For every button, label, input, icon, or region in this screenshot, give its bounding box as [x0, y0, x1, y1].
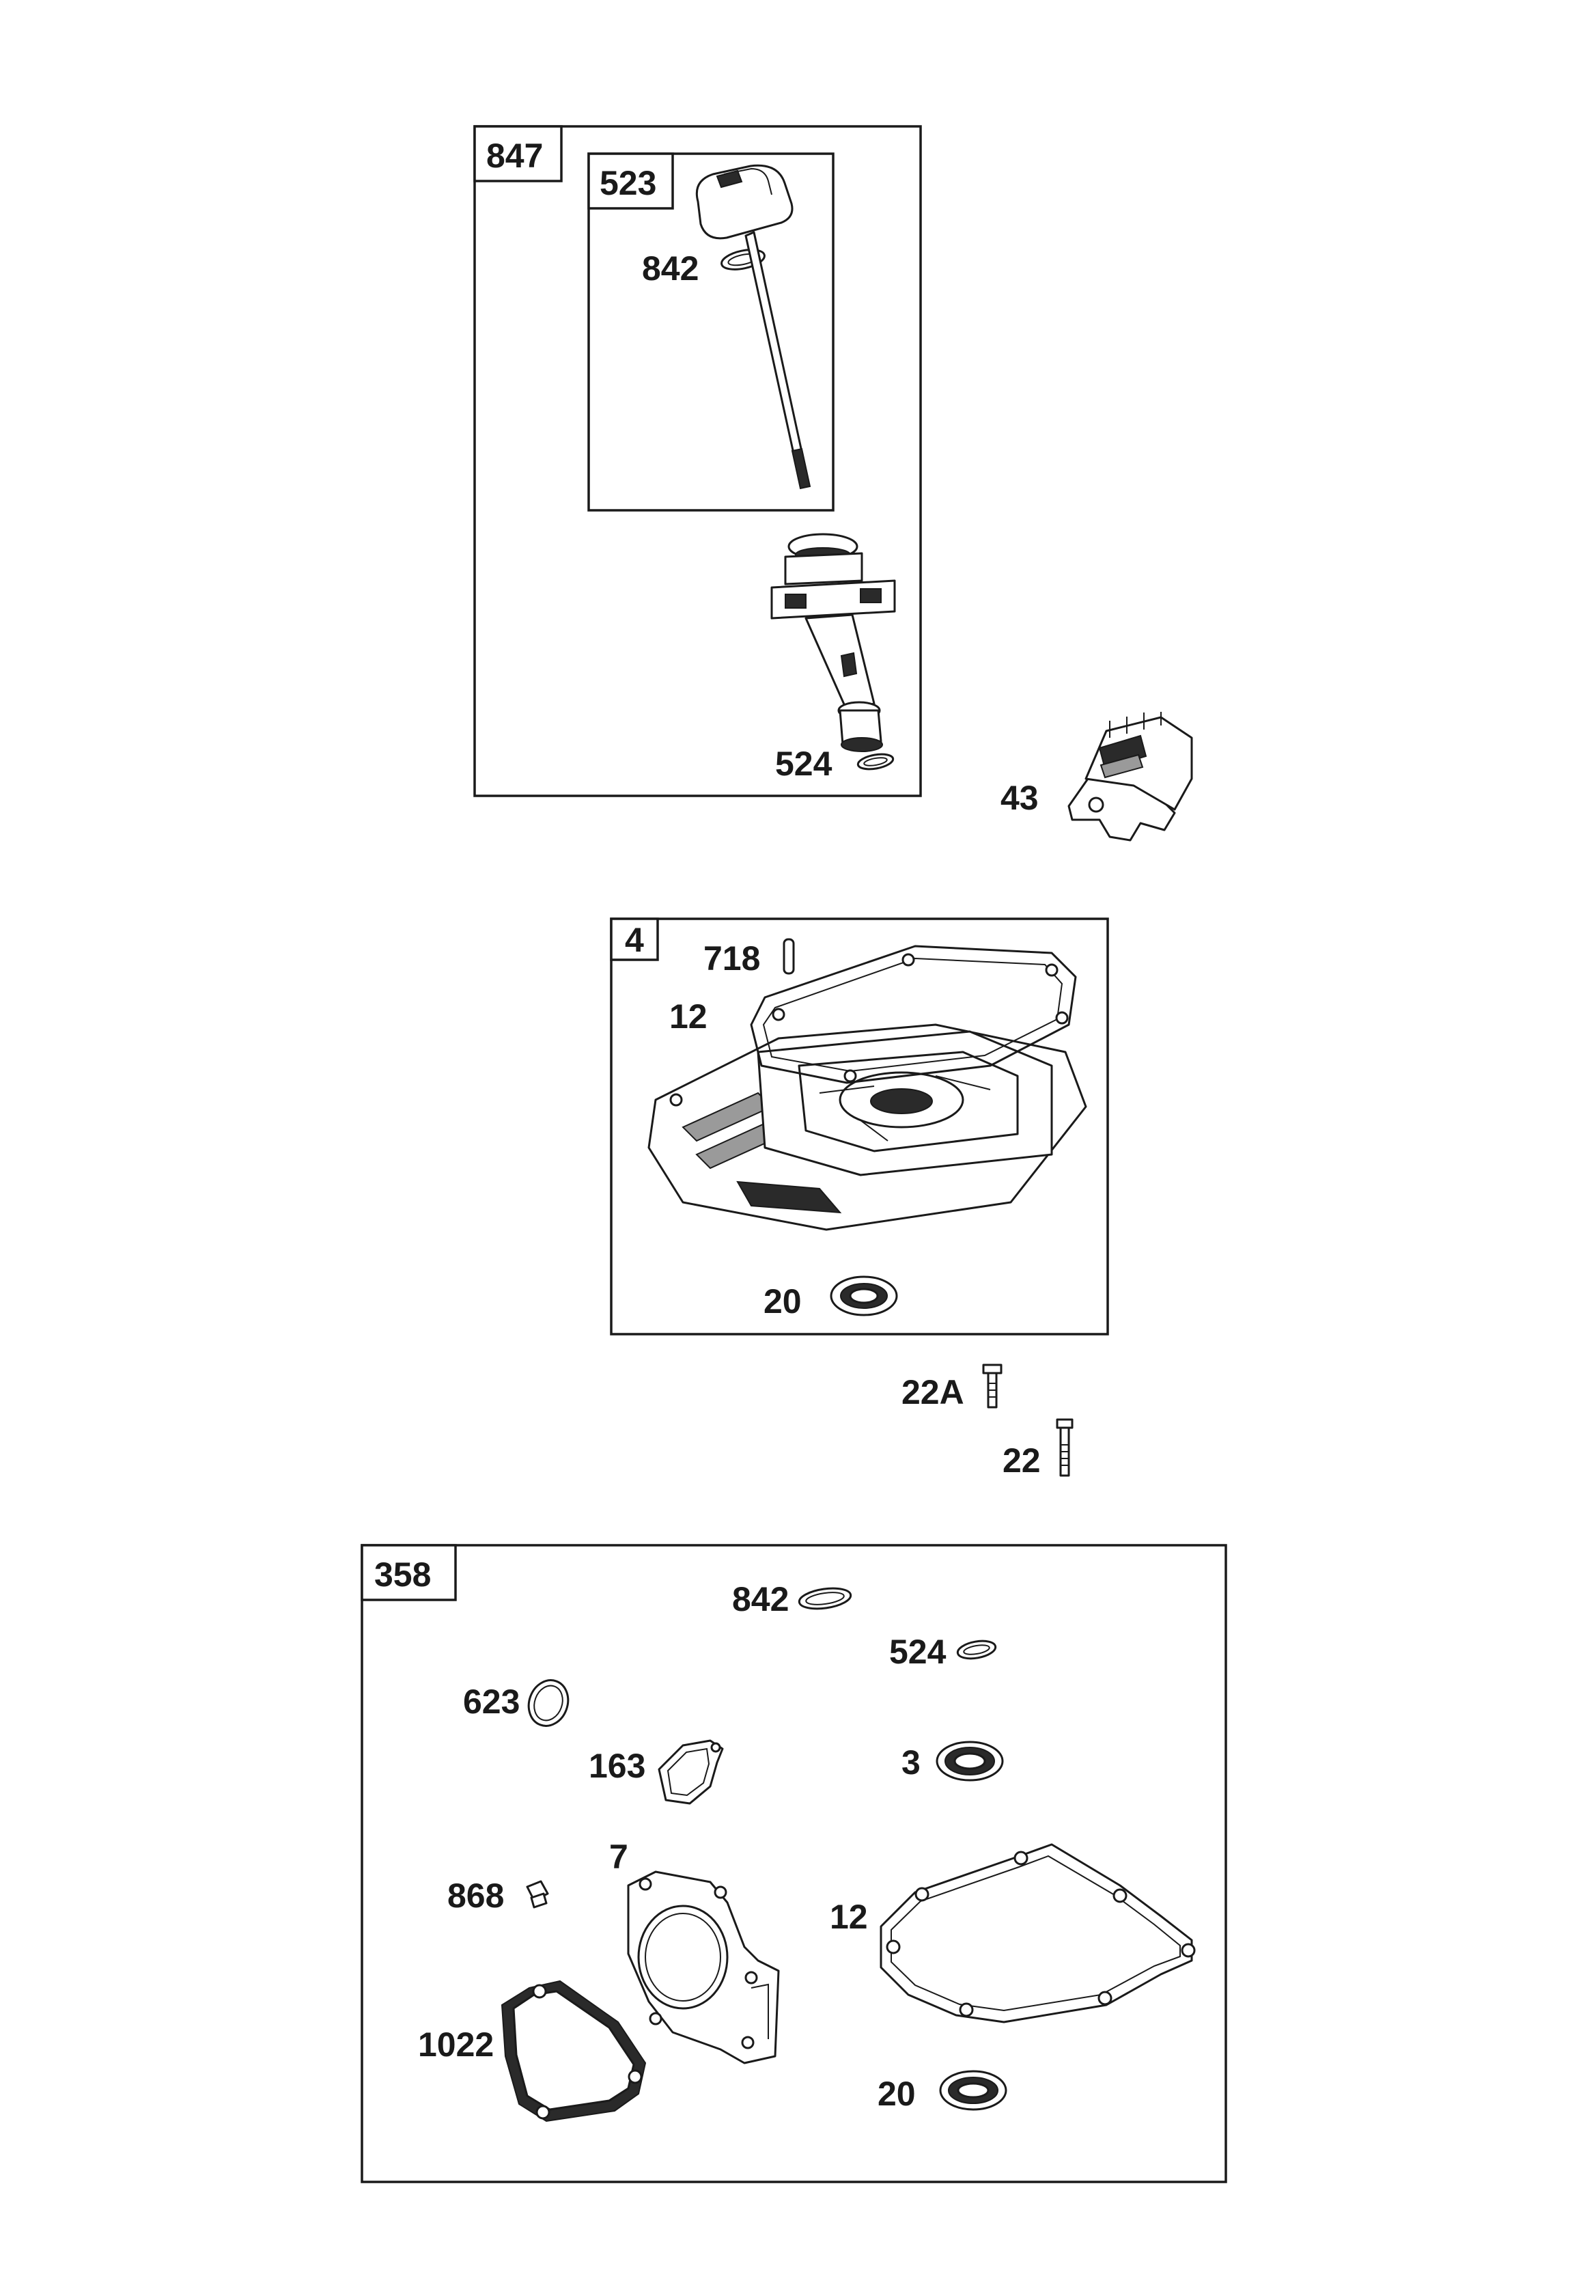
callout-524-a: 524 — [775, 745, 832, 783]
o-ring-623-part — [527, 1679, 570, 1727]
callout-12-b: 12 — [830, 1898, 868, 1936]
kit-4-label: 4 — [625, 921, 644, 959]
kit-358-label: 358 — [374, 1555, 431, 1594]
kit-358-group: 358 842 524 623 163 — [361, 1544, 1227, 2183]
callout-7: 7 — [609, 1838, 628, 1876]
kit-4-group: 4 718 12 — [610, 917, 1109, 1336]
kit-358-frame — [361, 1544, 1227, 2183]
o-ring-842-part — [798, 1587, 852, 1610]
kit-523-tab — [587, 152, 674, 210]
callout-868: 868 — [447, 1877, 504, 1915]
callout-20-a: 20 — [764, 1282, 802, 1320]
callout-20-b: 20 — [878, 2075, 916, 2113]
kit-847-group: 847 523 842 — [473, 125, 922, 797]
callout-524-b: 524 — [889, 1633, 947, 1671]
callout-12-a: 12 — [669, 997, 708, 1036]
plug-868-part — [526, 1880, 549, 1909]
callout-3: 3 — [901, 1743, 921, 1782]
bolt-22-part — [1056, 1418, 1074, 1477]
callout-623: 623 — [463, 1683, 520, 1721]
seal-3-part — [936, 1741, 1004, 1782]
kit-847-tab — [473, 125, 563, 182]
bolt-22a-part — [982, 1364, 1003, 1409]
gasket-163-part — [658, 1739, 724, 1805]
dipstick-part — [695, 164, 811, 490]
seal-20-part — [939, 2070, 1007, 2111]
o-ring-524-part — [956, 1640, 997, 1660]
sump-gasket-12-part — [880, 1843, 1196, 2023]
kit-847-label: 847 — [486, 137, 543, 175]
kit-358-tab — [361, 1544, 457, 1601]
callout-43: 43 — [1000, 779, 1039, 817]
callout-842-a: 842 — [642, 249, 699, 288]
kit-4-tab — [610, 917, 659, 961]
kit-847-frame — [473, 125, 922, 797]
callout-163: 163 — [589, 1747, 645, 1785]
kit-523-frame — [587, 152, 835, 512]
callout-22: 22 — [1003, 1441, 1041, 1480]
callout-22a: 22A — [901, 1373, 964, 1411]
dowel-pin-part — [783, 938, 795, 975]
callout-1022: 1022 — [418, 2025, 494, 2064]
callout-842-b: 842 — [732, 1580, 789, 1618]
kit-4-frame — [610, 917, 1109, 1336]
part-43-bracket — [1067, 712, 1193, 842]
sump-part — [647, 945, 1087, 1316]
callout-718: 718 — [703, 939, 760, 978]
kit-523-label: 523 — [600, 164, 656, 202]
head-gasket-7-part — [627, 1870, 780, 2064]
gasket-1022-part — [501, 1980, 647, 2122]
dipstick-tube-part — [770, 533, 896, 771]
